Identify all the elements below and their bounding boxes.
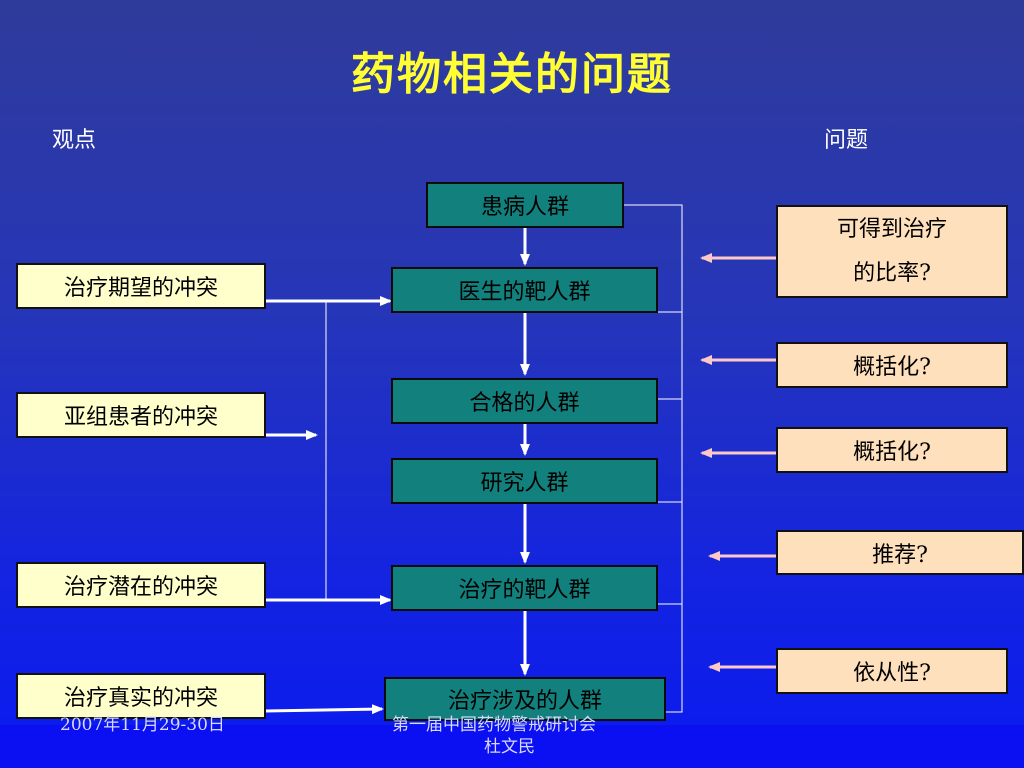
population-box-treated: 治疗涉及的人群 bbox=[384, 677, 666, 721]
footer-author: 杜文民 bbox=[484, 737, 535, 757]
question-box-generalization-2: 概括化? bbox=[776, 427, 1008, 473]
conflict-box-expectation: 治疗期望的冲突 bbox=[16, 263, 266, 309]
question-box-access-rate: 可得到治疗 的比率? bbox=[776, 205, 1008, 298]
population-box-treatment-target: 治疗的靶人群 bbox=[391, 565, 658, 611]
population-box-physician-target: 医生的靶人群 bbox=[391, 267, 658, 313]
conflict-arrow-4 bbox=[264, 704, 384, 715]
conflict-box-subgroup: 亚组患者的冲突 bbox=[16, 392, 266, 438]
conflict-box-potential: 治疗潜在的冲突 bbox=[16, 562, 266, 608]
footer-conference: 第一届中国药物警戒研讨会 bbox=[392, 715, 596, 735]
population-box-diseased: 患病人群 bbox=[426, 182, 624, 228]
population-box-eligible: 合格的人群 bbox=[391, 378, 658, 424]
footer-date: 2007年11月29-30日 bbox=[60, 715, 225, 735]
question-box-generalization-1: 概括化? bbox=[776, 342, 1008, 388]
question-box-compliance: 依从性? bbox=[776, 648, 1008, 694]
question-header: 问题 bbox=[824, 128, 869, 153]
viewpoint-header: 观点 bbox=[52, 128, 97, 153]
question-box-recommendation: 推荐? bbox=[776, 530, 1024, 575]
question-line: 可得到治疗 bbox=[836, 216, 947, 242]
conflict-box-real: 治疗真实的冲突 bbox=[16, 673, 266, 719]
footer-bar bbox=[0, 725, 1024, 768]
page-title: 药物相关的问题 bbox=[351, 49, 673, 100]
right-bracket bbox=[623, 204, 683, 713]
population-box-study: 研究人群 bbox=[391, 458, 658, 504]
question-line: 的比率? bbox=[853, 260, 931, 286]
